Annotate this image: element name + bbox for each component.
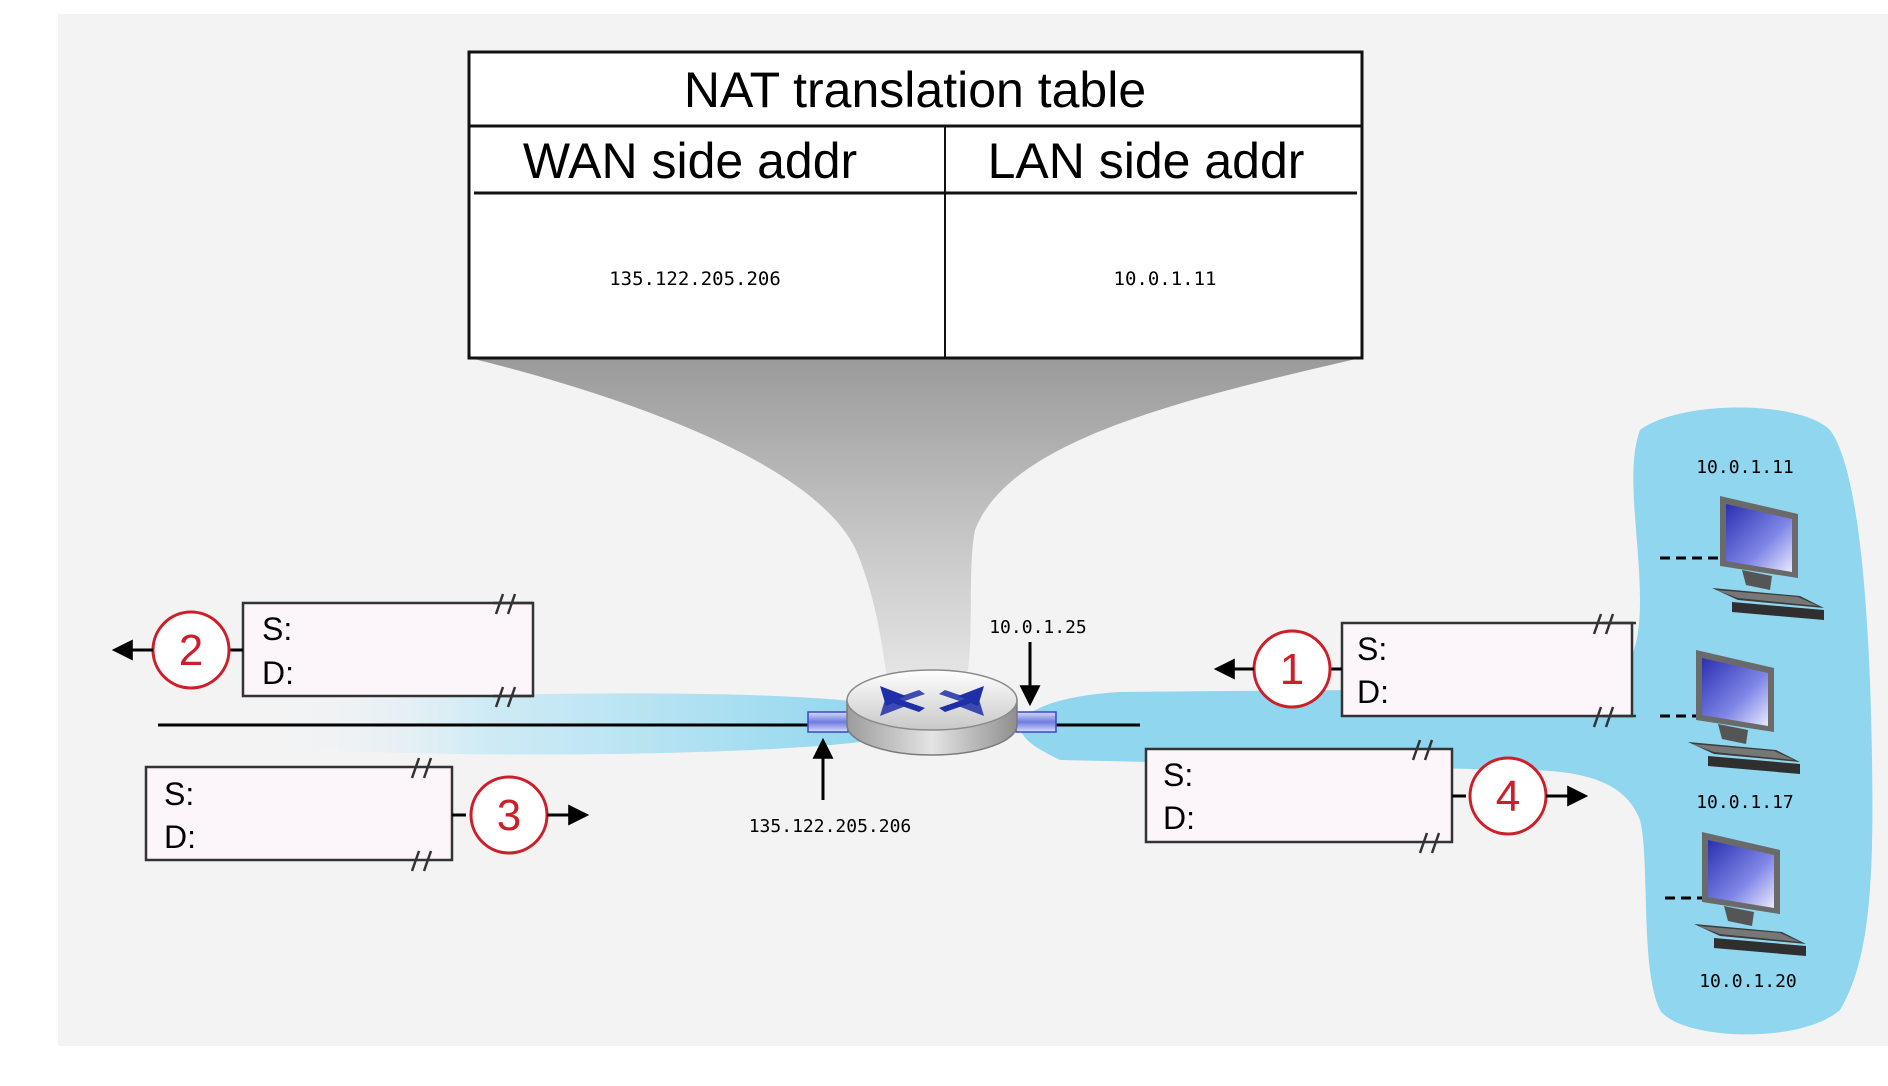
packet-3-source-label: S:	[164, 776, 194, 812]
step-4-number: 4	[1496, 772, 1520, 821]
packet-1: S: D: 1	[1213, 613, 1636, 728]
packet-1-source-label: S:	[1357, 631, 1387, 667]
packet-3: S: D: 3	[144, 757, 590, 872]
packet-1-dest-label: D:	[1357, 674, 1389, 710]
router-lan-ip: 10.0.1.25	[989, 617, 1087, 638]
nat-router	[807, 669, 1057, 756]
packet-2: S: D: 2	[111, 593, 535, 708]
router-arrows-icon	[880, 686, 984, 716]
lan-column-header: LAN side addr	[988, 133, 1305, 189]
host-2-ip: 10.0.1.17	[1696, 792, 1794, 813]
step-2-number: 2	[179, 626, 203, 675]
table-row-lan: 10.0.1.11	[1114, 268, 1217, 290]
packet-4: S: D: 4	[1144, 739, 1589, 854]
packet-2-dest-label: D:	[262, 655, 294, 691]
host-1: 10.0.1.11	[1660, 457, 1824, 620]
nat-table: NAT translation table WAN side addr LAN …	[467, 50, 1364, 360]
host-1-ip: 10.0.1.11	[1696, 457, 1794, 478]
packet-4-source-label: S:	[1163, 757, 1193, 793]
lan-port	[1015, 711, 1057, 733]
host-3: 10.0.1.20	[1665, 832, 1806, 992]
wan-column-header: WAN side addr	[523, 133, 857, 189]
lan-cloud	[1020, 407, 1873, 1035]
table-row-wan: 135.122.205.206	[609, 268, 781, 290]
wan-port	[807, 711, 849, 733]
zoom-funnel	[470, 358, 1360, 705]
step-3-number: 3	[497, 791, 521, 840]
router-wan-ip: 135.122.205.206	[749, 816, 912, 837]
packet-4-dest-label: D:	[1163, 800, 1195, 836]
nat-table-title: NAT translation table	[684, 62, 1146, 118]
packet-3-dest-label: D:	[164, 819, 196, 855]
step-1-number: 1	[1280, 645, 1304, 694]
host-3-ip: 10.0.1.20	[1699, 971, 1797, 992]
packet-2-source-label: S:	[262, 611, 292, 647]
host-2: 10.0.1.17	[1660, 650, 1800, 813]
